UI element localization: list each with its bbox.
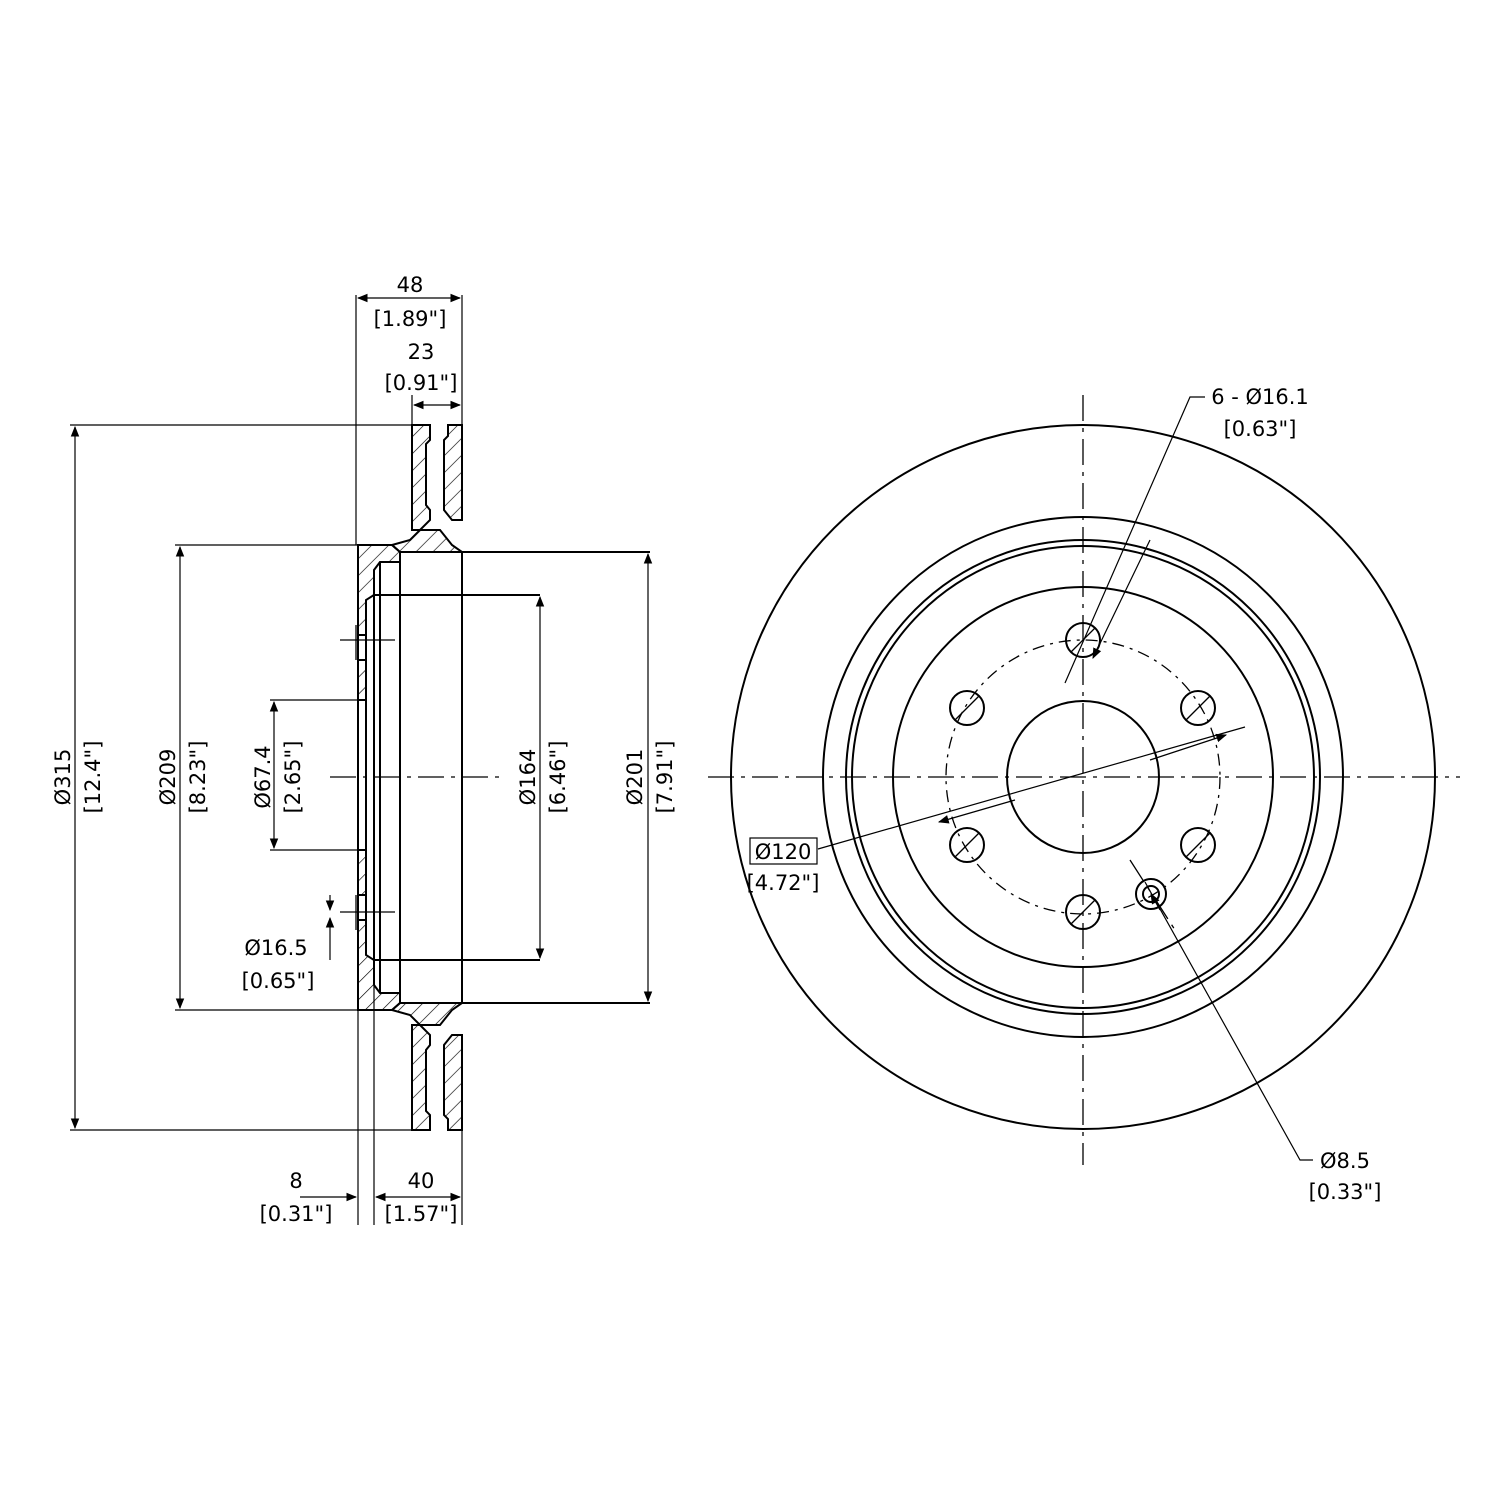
bolt-hole-2 <box>1180 690 1216 726</box>
total-width-in: [1.89"] <box>374 307 447 331</box>
top-outer-cheek <box>411 424 431 531</box>
locator-leader-centerline <box>1129 859 1176 931</box>
locator-hole-in: [0.33"] <box>1309 1180 1382 1204</box>
outer-diameter-in: [12.4"] <box>81 741 105 814</box>
top-neck <box>389 529 466 553</box>
top-inner-cheek <box>443 424 463 521</box>
rotor-thickness-in: [0.91"] <box>385 371 458 395</box>
bolt-circle-mm: Ø120 <box>755 840 812 864</box>
hat-height-in: [1.57"] <box>385 1202 458 1226</box>
total-width-mm: 48 <box>397 273 424 297</box>
center-bore-in: [2.65"] <box>281 741 305 814</box>
bolt-hole-3 <box>1180 827 1216 863</box>
inner-rim-diameter-mm: Ø201 <box>623 749 647 806</box>
hat-flange-thickness-in: [0.31"] <box>260 1202 333 1226</box>
bolt-hole-5 <box>949 827 985 863</box>
locator-hole-outer <box>1135 878 1167 910</box>
bolt-holes-in: [0.63"] <box>1224 417 1297 441</box>
hat-diameter-in: [8.23"] <box>186 741 210 814</box>
bolt-holes-mm: 6 - Ø16.1 <box>1211 385 1309 409</box>
bolt-circle <box>945 639 1221 915</box>
bottom-neck <box>389 1002 466 1026</box>
hat-lower-face <box>357 849 367 896</box>
bottom-inner-cheek <box>443 1034 463 1131</box>
inner-diameter-in: [6.46"] <box>546 741 570 814</box>
side-extension-lines <box>70 295 463 1225</box>
bolt-circle-label-box <box>749 837 818 865</box>
hat-height-mm: 40 <box>408 1169 435 1193</box>
inner-diameter-mm: Ø164 <box>516 749 540 806</box>
hat-flange-thickness-mm: 8 <box>289 1169 302 1193</box>
side-dimension-arrows <box>70 293 653 1202</box>
bolt-circle-in: [4.72"] <box>747 871 820 895</box>
outer-diameter-mm: Ø315 <box>51 749 75 806</box>
hat-diameter-mm: Ø209 <box>156 749 180 806</box>
stud-hole-in: [0.65"] <box>242 969 315 993</box>
locator-hole-mm: Ø8.5 <box>1320 1149 1370 1173</box>
hat-top-wall <box>357 544 401 636</box>
center-bore-mm: Ø67.4 <box>251 745 275 808</box>
bottom-outer-cheek <box>411 1024 431 1131</box>
front-leaders <box>817 396 1313 1161</box>
stud-hole-mm: Ø16.5 <box>244 936 307 960</box>
inner-rim-diameter-in: [7.91"] <box>653 741 677 814</box>
hat-upper-face <box>357 659 367 701</box>
bolt-hole-6 <box>949 690 985 726</box>
rotor-thickness-mm: 23 <box>408 340 435 364</box>
